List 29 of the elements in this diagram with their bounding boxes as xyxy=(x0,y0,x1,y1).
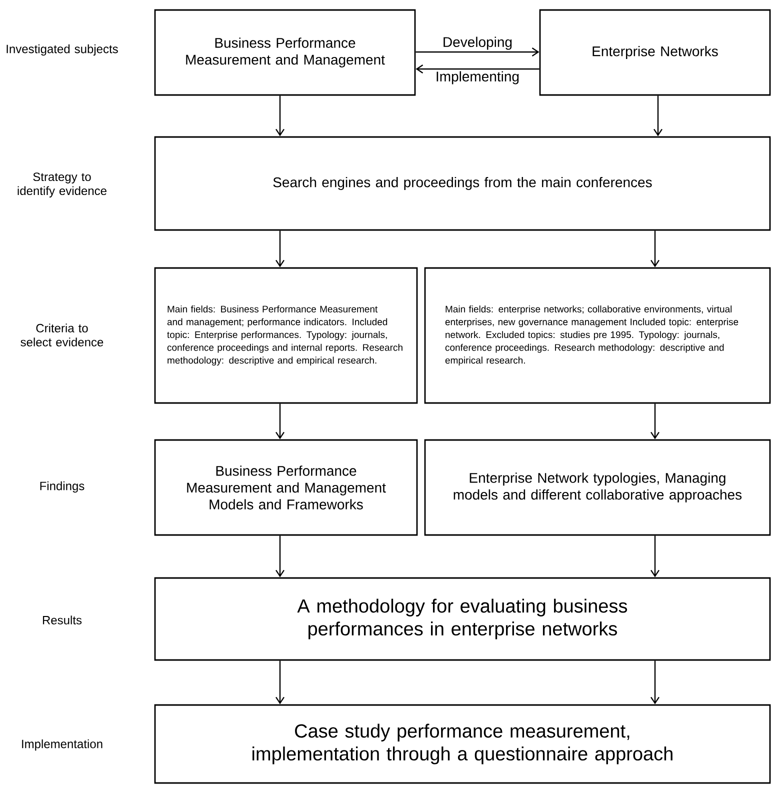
row-label: Results xyxy=(42,616,82,624)
arrow xyxy=(650,404,660,440)
edge-label: Developing xyxy=(441,36,514,51)
process-box: Enterprise Network typologies, Managing models and different collaborative approaches xyxy=(424,439,771,536)
arrow xyxy=(416,48,540,56)
process-box: Main fields: enterprise networks; collaborative environments, virtual enterprises, new governance management Included topic: enterprise network. Excluded topics: studies pre 1995. Typology: journals, conference proceedings. Research methodology: descriptive and empirical research. xyxy=(424,267,771,404)
arrow xyxy=(416,64,540,74)
arrow xyxy=(650,536,660,578)
process-box: Enterprise Networks xyxy=(539,9,771,96)
arrow xyxy=(276,96,284,136)
process-box: Case study performance measurement, implementation through a questionnaire approach xyxy=(154,704,771,784)
process-box: Business Performance Measurement and Management xyxy=(154,9,416,96)
process-box: Business Performance Measurement and Management Models and Frameworks xyxy=(154,439,418,536)
arrow xyxy=(650,660,660,704)
row-label: Findings xyxy=(40,481,84,493)
arrow xyxy=(276,230,284,268)
row-label: Criteria to select evidence xyxy=(20,324,104,346)
arrow xyxy=(276,404,284,440)
arrow xyxy=(276,536,284,578)
row-label: Investigated subjects xyxy=(6,44,118,56)
process-box: Main fields: Business Performance Measurement and management; performance indicators. Included topic: Enterprise performances. Typology: journals, conference proceedings and internal reports. Research methodology: descriptive and empirical research. xyxy=(154,267,418,404)
arrow xyxy=(654,96,662,136)
arrow xyxy=(276,660,284,704)
arrow xyxy=(650,230,660,268)
edge-label: Implementing xyxy=(434,70,521,86)
process-box: Search engines and proceedings from the main conferences xyxy=(154,136,771,231)
process-box: A methodology for evaluating business performances in enterprise networks xyxy=(154,577,771,661)
row-label: Implementation xyxy=(22,739,102,751)
row-label: Strategy to identify evidence xyxy=(18,172,106,198)
